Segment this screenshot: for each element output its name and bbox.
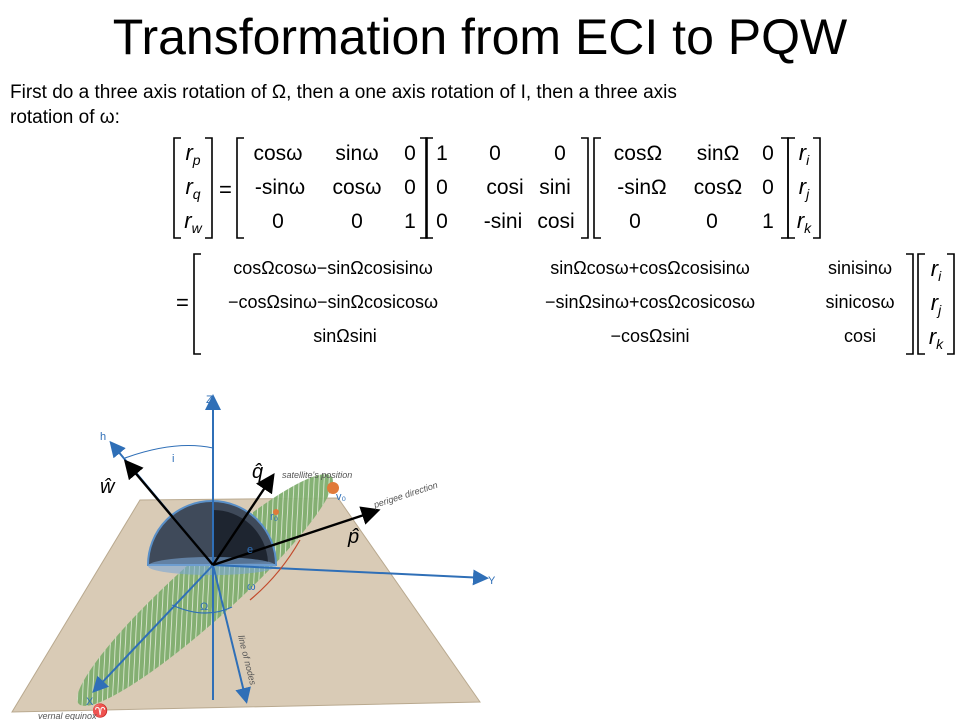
rw-02: 0 [404, 142, 416, 165]
ri-20: 0 [436, 210, 448, 233]
label-p-hat: p̂ [347, 526, 360, 548]
rO-00: cosΩ [614, 142, 662, 165]
lhs-rq: rq [185, 174, 200, 202]
rO-10: -sinΩ [617, 176, 667, 199]
bracket [917, 253, 925, 355]
ri-02: 0 [554, 142, 566, 165]
label-vernal: vernal equinox [38, 711, 97, 720]
rhs-rj: rj [799, 174, 810, 202]
bracket [813, 137, 821, 239]
bracket [947, 253, 955, 355]
rw-22: 1 [404, 210, 416, 233]
ri-00: 1 [436, 142, 448, 165]
rhs2-ri: ri [931, 256, 942, 284]
rw-11: cosω [332, 176, 381, 199]
m-21: −cosΩsini [611, 326, 690, 346]
rhs-rk: rk [797, 208, 812, 236]
bracket [593, 137, 601, 239]
orbital-ellipse [77, 474, 333, 706]
orbit-diagram: Z Y X h i Ω ω r₀ e v₀ ♈ satellite's posi… [11, 394, 496, 720]
label-h: h [100, 431, 106, 443]
intro-line-2: rotation of ω: [10, 107, 120, 128]
w-hat-vector [123, 459, 214, 566]
line-of-nodes [212, 564, 251, 704]
m-10: −cosΩsinω−sinΩcosicosω [228, 292, 438, 312]
page-title: Transformation from ECI to PQW [112, 9, 848, 65]
ri-21: -sini [484, 210, 523, 233]
rO-12: 0 [762, 176, 774, 199]
lhs-rp: rp [185, 140, 200, 168]
equations-figure: = = rp rq rw cosω sinω 0 -sinω cosω 0 0 … [173, 137, 955, 355]
label-x: X [86, 696, 94, 708]
label-omega: ω [247, 581, 256, 593]
Omega-arc [171, 604, 233, 614]
rO-20: 0 [629, 210, 641, 233]
rhs2-rj: rj [931, 290, 942, 318]
m-11: −sinΩsinω+cosΩcosicosω [545, 292, 755, 312]
rw-20: 0 [272, 210, 284, 233]
i-arc [124, 445, 214, 459]
rhs2-rk: rk [929, 324, 944, 352]
bracket [906, 253, 914, 355]
ri-10: 0 [436, 176, 448, 199]
intro-line-1: First do a three axis rotation of Ω, the… [10, 82, 677, 103]
rO-11: cosΩ [694, 176, 742, 199]
label-r0: r₀ [270, 511, 278, 523]
label-w-hat: ŵ [100, 476, 116, 498]
rw-01: sinω [335, 142, 378, 165]
equals-sign: = [219, 177, 232, 202]
bracket [787, 137, 795, 239]
m-12: sinicosω [825, 292, 894, 312]
rw-00: cosω [253, 142, 302, 165]
rO-02: 0 [762, 142, 774, 165]
intro-text: First do a three axis rotation of Ω, the… [10, 80, 910, 130]
rw-10: -sinω [255, 176, 305, 199]
m-01: sinΩcosω+cosΩcosisinω [550, 258, 750, 278]
x-axis [92, 564, 214, 693]
rw-12: 0 [404, 176, 416, 199]
bracket [173, 137, 181, 239]
label-y: Y [488, 575, 496, 587]
bracket [236, 137, 244, 239]
lhs-rw: rw [184, 208, 202, 236]
rO-22: 1 [762, 210, 774, 233]
satellite [327, 482, 339, 494]
p-hat-vector [212, 506, 381, 567]
m-02: sinisinω [828, 258, 892, 278]
label-q-hat: q̂ [252, 461, 263, 483]
bracket [420, 137, 428, 239]
m-22: cosi [844, 326, 876, 346]
label-Omega: Ω [200, 601, 208, 613]
ri-11: cosi [486, 176, 523, 199]
y-axis [212, 564, 489, 586]
label-v0: v₀ [336, 491, 346, 503]
bracket [581, 137, 589, 239]
ri-22: cosi [537, 210, 574, 233]
omega-arc [249, 539, 301, 601]
rO-01: sinΩ [697, 142, 740, 165]
label-i: i [172, 453, 174, 465]
label-z: Z [206, 394, 213, 406]
label-sat-position: satellite's position [282, 470, 352, 480]
label-e: e [247, 544, 253, 556]
ri-12: sini [539, 176, 571, 199]
rw-21: 0 [351, 210, 363, 233]
label-perigee: perigee direction [372, 480, 439, 510]
bracket [205, 137, 213, 239]
rhs-ri: ri [799, 140, 810, 168]
m-20: sinΩsini [313, 326, 376, 346]
bracket [425, 137, 433, 239]
bracket [193, 253, 201, 355]
q-hat-vector [212, 473, 275, 566]
ri-01: 0 [489, 142, 501, 165]
label-aries: ♈ [92, 703, 108, 718]
m-00: cosΩcosω−sinΩcosisinω [233, 258, 433, 278]
rO-21: 0 [706, 210, 718, 233]
bracket [781, 137, 789, 239]
equals-sign-2: = [176, 290, 189, 315]
